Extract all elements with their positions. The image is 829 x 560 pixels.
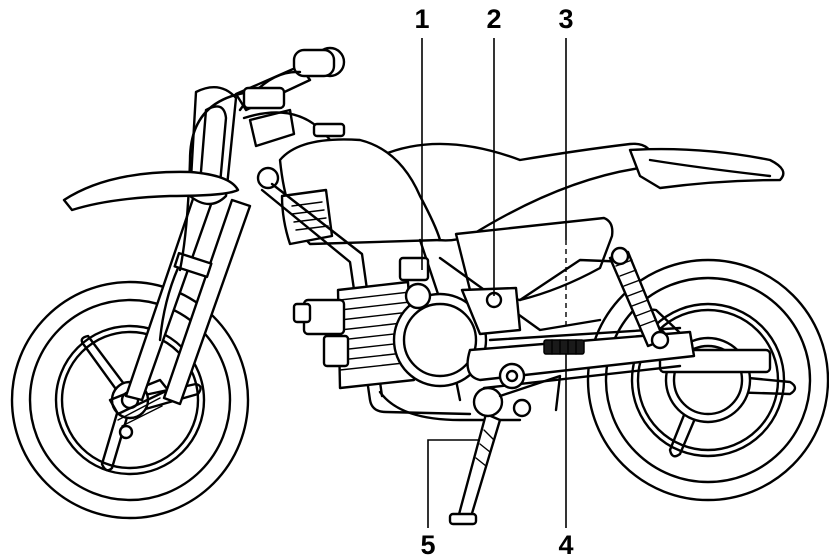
leader-lines	[421, 38, 567, 528]
callout-5: 5	[420, 530, 435, 560]
rear-wheel	[586, 258, 829, 502]
callout-3: 3	[558, 4, 573, 34]
swingarm	[466, 326, 696, 390]
side-panel	[454, 216, 614, 302]
seat-and-rear-fender	[378, 142, 785, 242]
kickstand	[448, 374, 562, 526]
callout-4: 4	[558, 530, 573, 560]
callout-1: 1	[414, 4, 429, 34]
front-fork	[124, 46, 346, 406]
fuel-tank	[256, 122, 442, 246]
leader-5	[427, 439, 478, 528]
callout-labels: 1 2 3 4 5	[414, 4, 573, 560]
front-fender	[62, 170, 240, 212]
engine	[292, 256, 522, 422]
front-wheel	[10, 280, 250, 520]
rear-shock	[608, 246, 670, 350]
callout-2: 2	[486, 4, 501, 34]
